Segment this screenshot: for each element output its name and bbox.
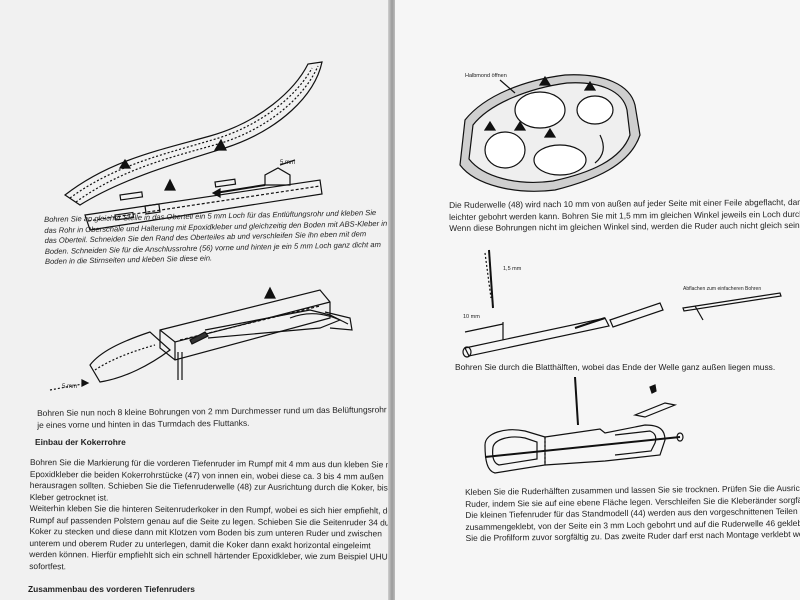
body-paragraph: Bohren Sie die Markierung für die vorder… (29, 457, 392, 575)
caption-2: Bohren Sie nun noch 8 kleine Bohrungen v… (37, 404, 392, 431)
footer-heading: Zusammenbau des vorderen Tiefenruders (28, 584, 195, 594)
fig4-drill-label: 1,5 mm (503, 266, 522, 272)
figure-tank-assembly: 5 mm (63, 61, 323, 231)
figure-rudder-shaft: 1,5 mm 10 mm Abflachen zum einfacheren B… (462, 249, 782, 358)
figure-rudder-assembly (484, 376, 684, 474)
section-heading: Einbau der Kokerrohre (35, 437, 126, 447)
caption-line: Wenn diese Bohrungen nicht im gleichen W… (449, 219, 800, 233)
figure-hatch-frame: Halbmond öffnen (459, 73, 641, 192)
fig4-10mm-label: 10 mm (463, 314, 480, 320)
left-page: 5 mm Bohren Sie an gleicher Stelle in da… (0, 0, 392, 600)
fig1-dimension-label: 5 mm (280, 160, 295, 166)
caption-1: Bohren Sie an gleicher Stelle in das Obe… (44, 208, 388, 268)
caption-4: Bohren Sie durch die Blatthälften, wobei… (455, 362, 776, 372)
caption-3: Die Ruderwelle (48) wird nach 10 mm von … (449, 197, 800, 235)
fig4-flatten-label: Abflachen zum einfacheren Bohren (683, 286, 761, 292)
caption-5: Kleben Sie die Ruderhälften zusammen und… (465, 483, 800, 545)
fig2-dimension-label: 5 mm (62, 384, 77, 390)
fig3-hatch-label: Halbmond öffnen (465, 73, 507, 79)
figure-drilling-tank: 5 mm (49, 286, 353, 391)
right-page: Halbmond öffnen Die Ruderwelle (48) wird… (395, 0, 800, 600)
book-gutter (388, 0, 398, 600)
